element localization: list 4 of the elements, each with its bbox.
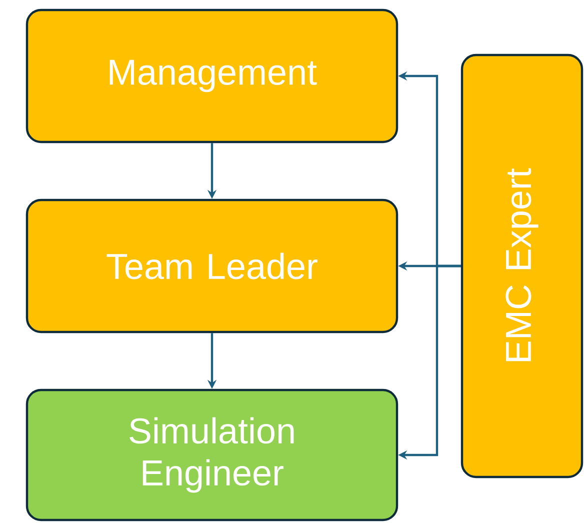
role-box: Team Leader — [26, 198, 398, 334]
role-box: EMC Expert — [460, 54, 584, 478]
role-box: Simulation Engineer — [26, 388, 398, 522]
role-box: Management — [26, 8, 398, 144]
